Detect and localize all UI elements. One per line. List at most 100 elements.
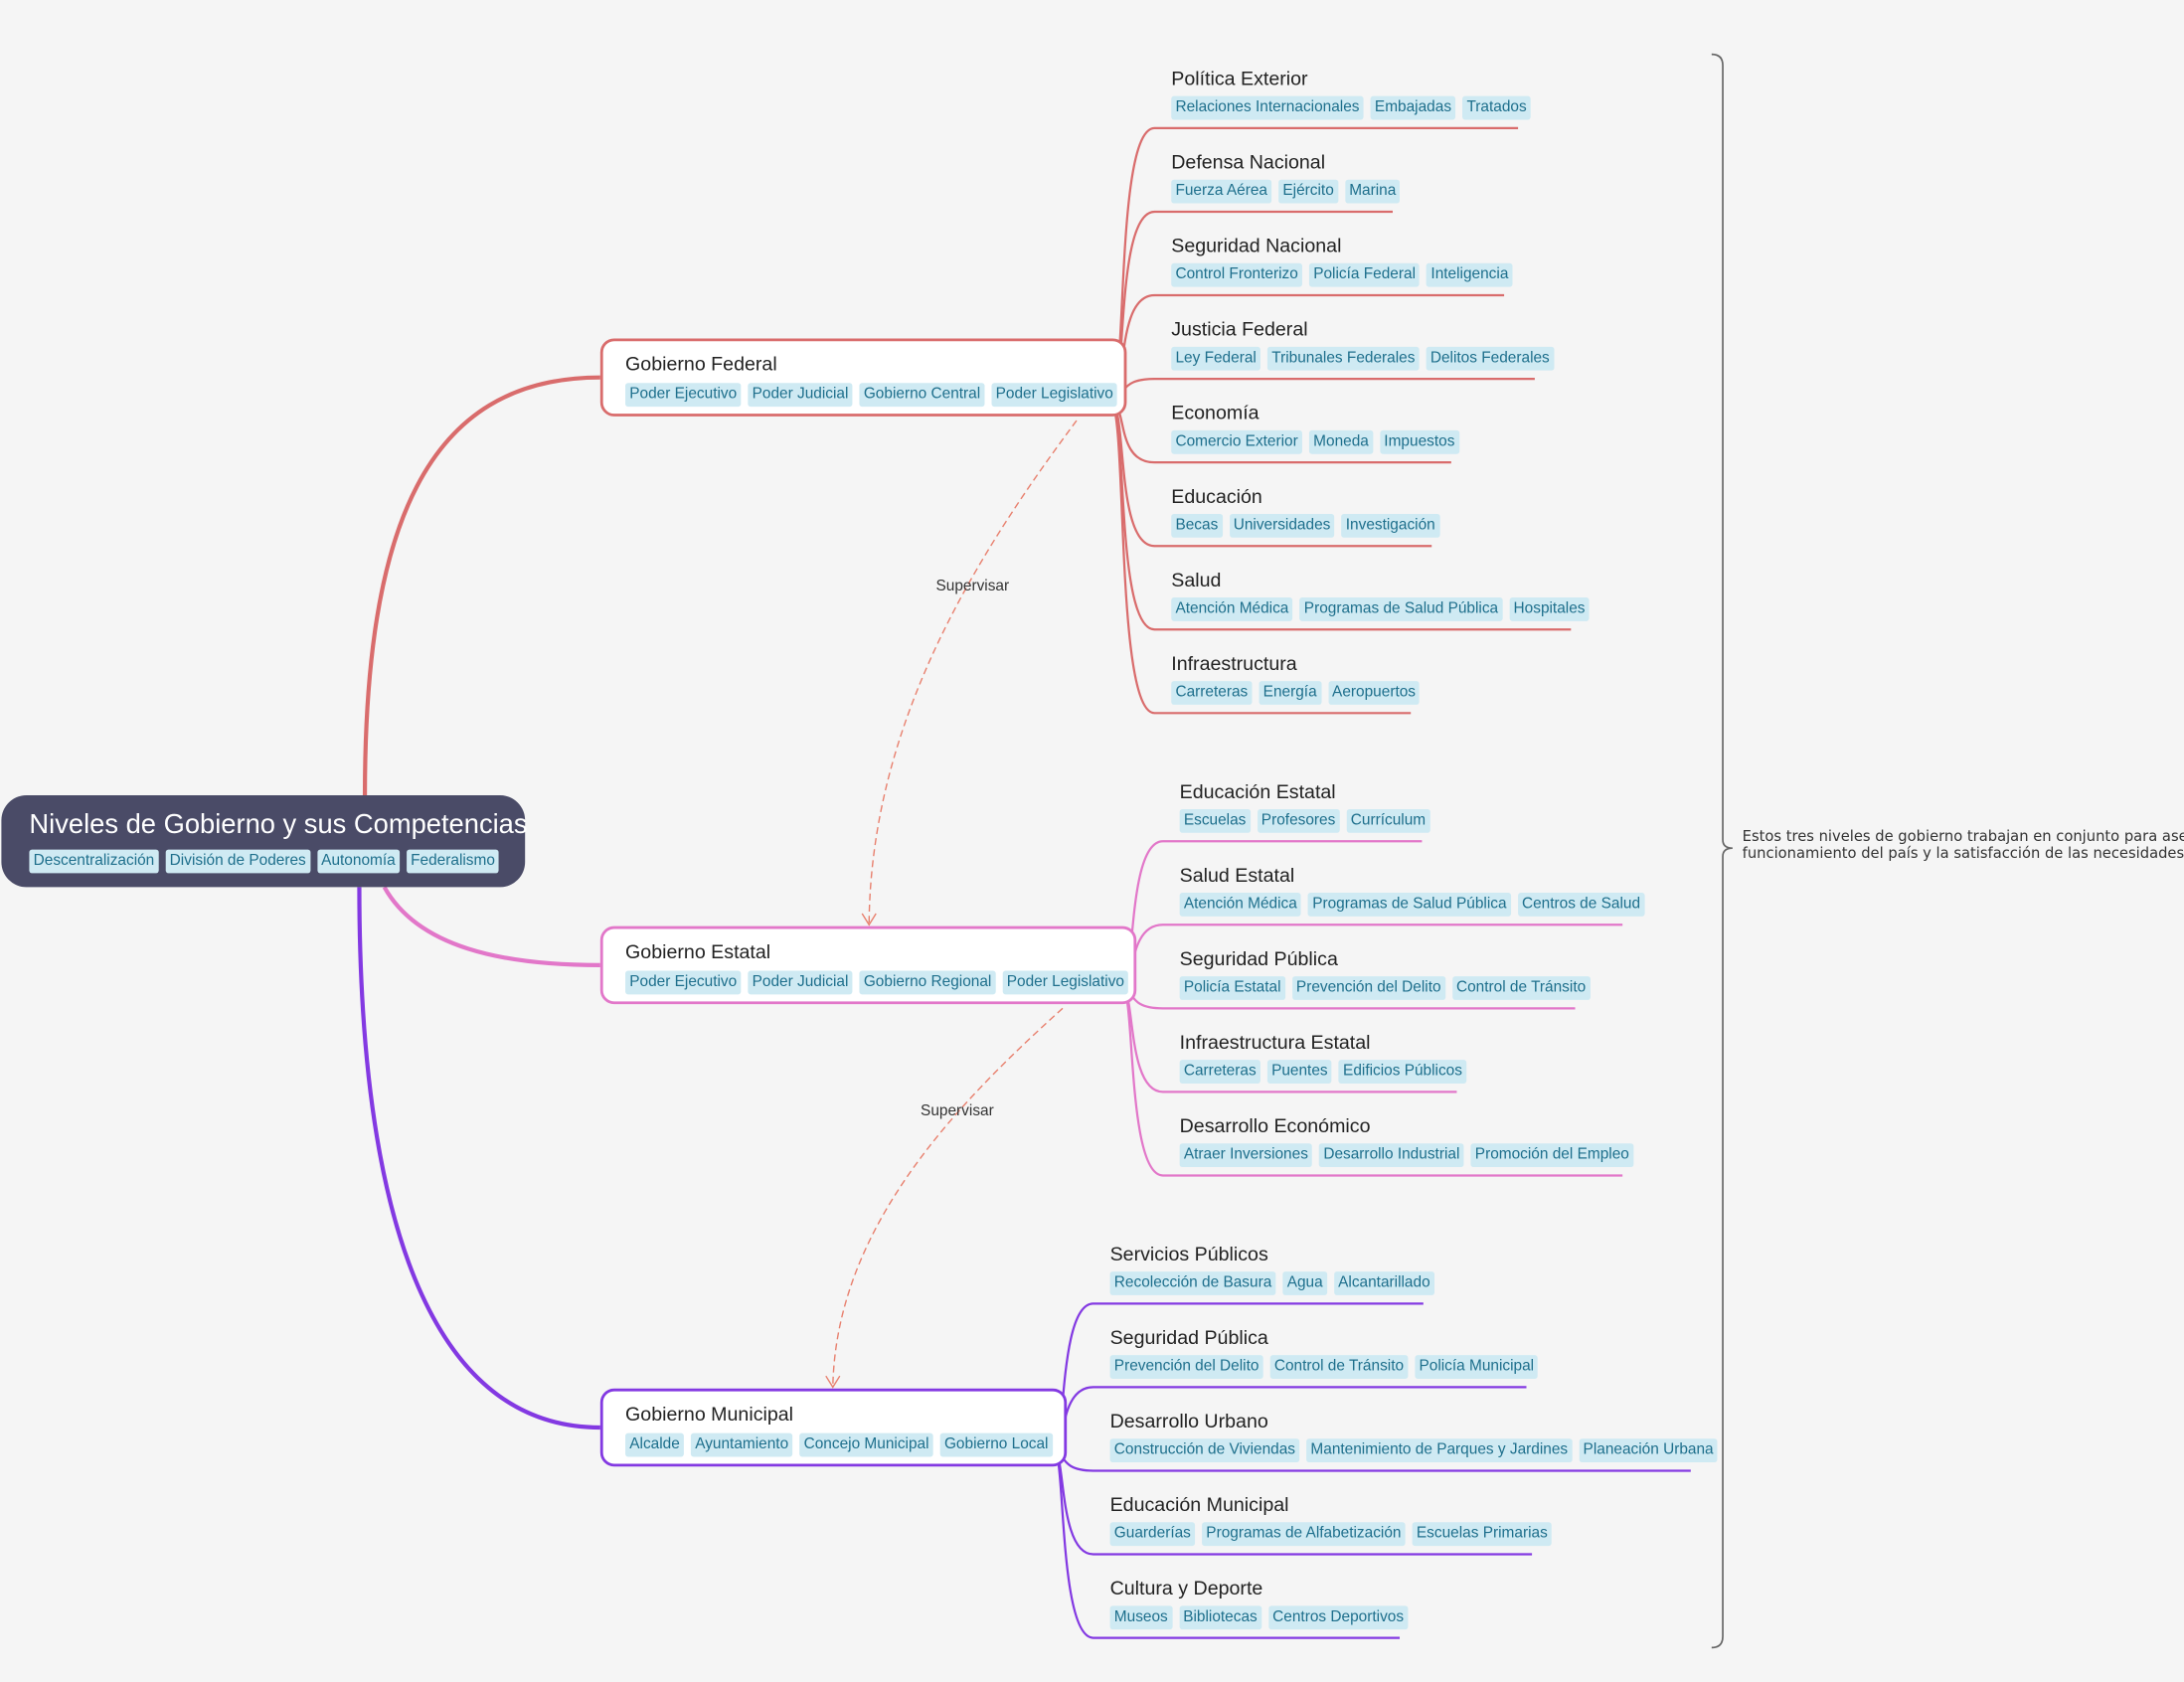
- subtopic-tag: Moneda: [1308, 429, 1374, 454]
- subtopic-tag: Investigación: [1341, 513, 1439, 538]
- subtopic-tag: Desarrollo Industrial: [1319, 1143, 1464, 1168]
- subtopic-tag: Agua: [1282, 1271, 1327, 1295]
- relationship-label[interactable]: Supervisar: [921, 1102, 994, 1120]
- branch-tag: Gobierno Central: [859, 383, 985, 408]
- branch-title: Gobierno Estatal: [625, 939, 771, 963]
- root-topic-tags: Descentralización División de Poderes Au…: [29, 849, 525, 874]
- subtopic-tag: Inteligencia: [1427, 262, 1513, 287]
- subtopic-tag: Hospitales: [1509, 597, 1590, 621]
- branch-tag: Poder Judicial: [748, 383, 853, 408]
- subtopic-tag: Control Fronterizo: [1171, 262, 1303, 287]
- subtopic-tag: Planeación Urbana: [1579, 1438, 1718, 1463]
- subtopic-tag: Impuestos: [1380, 429, 1459, 454]
- subtopic-tag: Policía Municipal: [1415, 1355, 1539, 1379]
- subtopic-title: Defensa Nacional: [1171, 150, 1326, 173]
- subtopic-title: Seguridad Pública: [1179, 946, 1338, 970]
- subtopic-title: Educación Estatal: [1179, 779, 1336, 802]
- subtopic-tag: Mantenimiento de Parques y Jardines: [1306, 1438, 1573, 1463]
- subtopic-tag: Energía: [1259, 681, 1321, 705]
- branch-tag: Gobierno Regional: [859, 970, 996, 995]
- branch-tags: Poder Ejecutivo Poder Judicial Gobierno …: [625, 383, 1124, 408]
- branch-gobierno-federal[interactable]: Gobierno Federal Poder Ejecutivo Poder J…: [599, 338, 1127, 417]
- branch-tag: Poder Ejecutivo: [625, 970, 742, 995]
- subtopic-tag: Fuerza Aérea: [1171, 179, 1272, 204]
- branch-tag: Poder Legislativo: [1002, 970, 1129, 995]
- subtopic-tag: Delitos Federales: [1426, 346, 1554, 371]
- branch-title: Gobierno Municipal: [625, 1402, 794, 1426]
- branch-tag: Gobierno Local: [939, 1432, 1053, 1457]
- subtopic-tag: Museos: [1109, 1605, 1172, 1630]
- subtopic-title: Economía: [1171, 401, 1260, 423]
- subtopic-title: Seguridad Nacional: [1171, 234, 1342, 256]
- branch-tags: Alcalde Ayuntamiento Concejo Municipal G…: [625, 1432, 1064, 1457]
- subtopic-tag: Centros Deportivos: [1267, 1605, 1409, 1630]
- subtopic-connector: [1109, 377, 1535, 403]
- subtopic-tag: Programas de Salud Pública: [1299, 597, 1503, 621]
- root-tag: Autonomía: [316, 849, 400, 874]
- relationship-line: [868, 420, 1078, 925]
- root-tag: División de Poderes: [165, 849, 310, 874]
- subtopic-tag: Prevención del Delito: [1291, 976, 1445, 1000]
- subtopic-title: Infraestructura Estatal: [1179, 1030, 1371, 1054]
- subtopic-title: Salud Estatal: [1179, 863, 1295, 887]
- summary-note[interactable]: Estos tres niveles de gobierno trabajan …: [1743, 829, 2184, 863]
- subtopic-tag: Relaciones Internacionales: [1171, 95, 1364, 120]
- subtopic-tag: Puentes: [1266, 1060, 1332, 1084]
- subtopic-title: Educación Municipal: [1109, 1492, 1289, 1516]
- branch-gobierno-estatal[interactable]: Gobierno Estatal Poder Ejecutivo Poder J…: [599, 925, 1137, 1005]
- summary-bracket: [1711, 53, 1733, 1649]
- subtopic-tag: Escuelas Primarias: [1412, 1522, 1552, 1547]
- subtopic-tag: Policía Estatal: [1179, 976, 1285, 1000]
- relationship-label[interactable]: Supervisar: [935, 578, 1010, 595]
- subtopic-tag: Construcción de Viviendas: [1109, 1438, 1300, 1463]
- subtopic-tag: Promoción del Empleo: [1470, 1143, 1634, 1168]
- root-tag: Descentralización: [29, 849, 159, 874]
- summary-line: Estos tres niveles de gobierno trabajan …: [1742, 828, 2184, 846]
- root-tag: Federalismo: [406, 849, 500, 874]
- subtopic-tag: Programas de Salud Pública: [1307, 893, 1511, 917]
- subtopic-tag: Policía Federal: [1309, 262, 1421, 287]
- subtopic-tag: Control de Tránsito: [1451, 976, 1591, 1000]
- root-connector-municipal: [357, 887, 600, 1430]
- branch-tags: Poder Ejecutivo Poder Judicial Gobierno …: [625, 970, 1133, 995]
- subtopic-tag: Centros de Salud: [1517, 893, 1645, 917]
- branch-tag: Poder Judicial: [748, 970, 853, 995]
- subtopic-tag: Escuelas: [1179, 808, 1251, 833]
- arrowhead-icon: [861, 913, 877, 926]
- branch-gobierno-municipal[interactable]: Gobierno Municipal Alcalde Ayuntamiento …: [599, 1388, 1068, 1467]
- subtopic-title: Desarrollo Urbano: [1109, 1409, 1268, 1432]
- subtopic-tag: Edificios Públicos: [1338, 1060, 1467, 1084]
- subtopic-tag: Atención Médica: [1179, 893, 1301, 917]
- root-topic[interactable]: Niveles de Gobierno y sus Competencias D…: [1, 794, 528, 888]
- subtopic-title: Servicios Públicos: [1109, 1242, 1268, 1265]
